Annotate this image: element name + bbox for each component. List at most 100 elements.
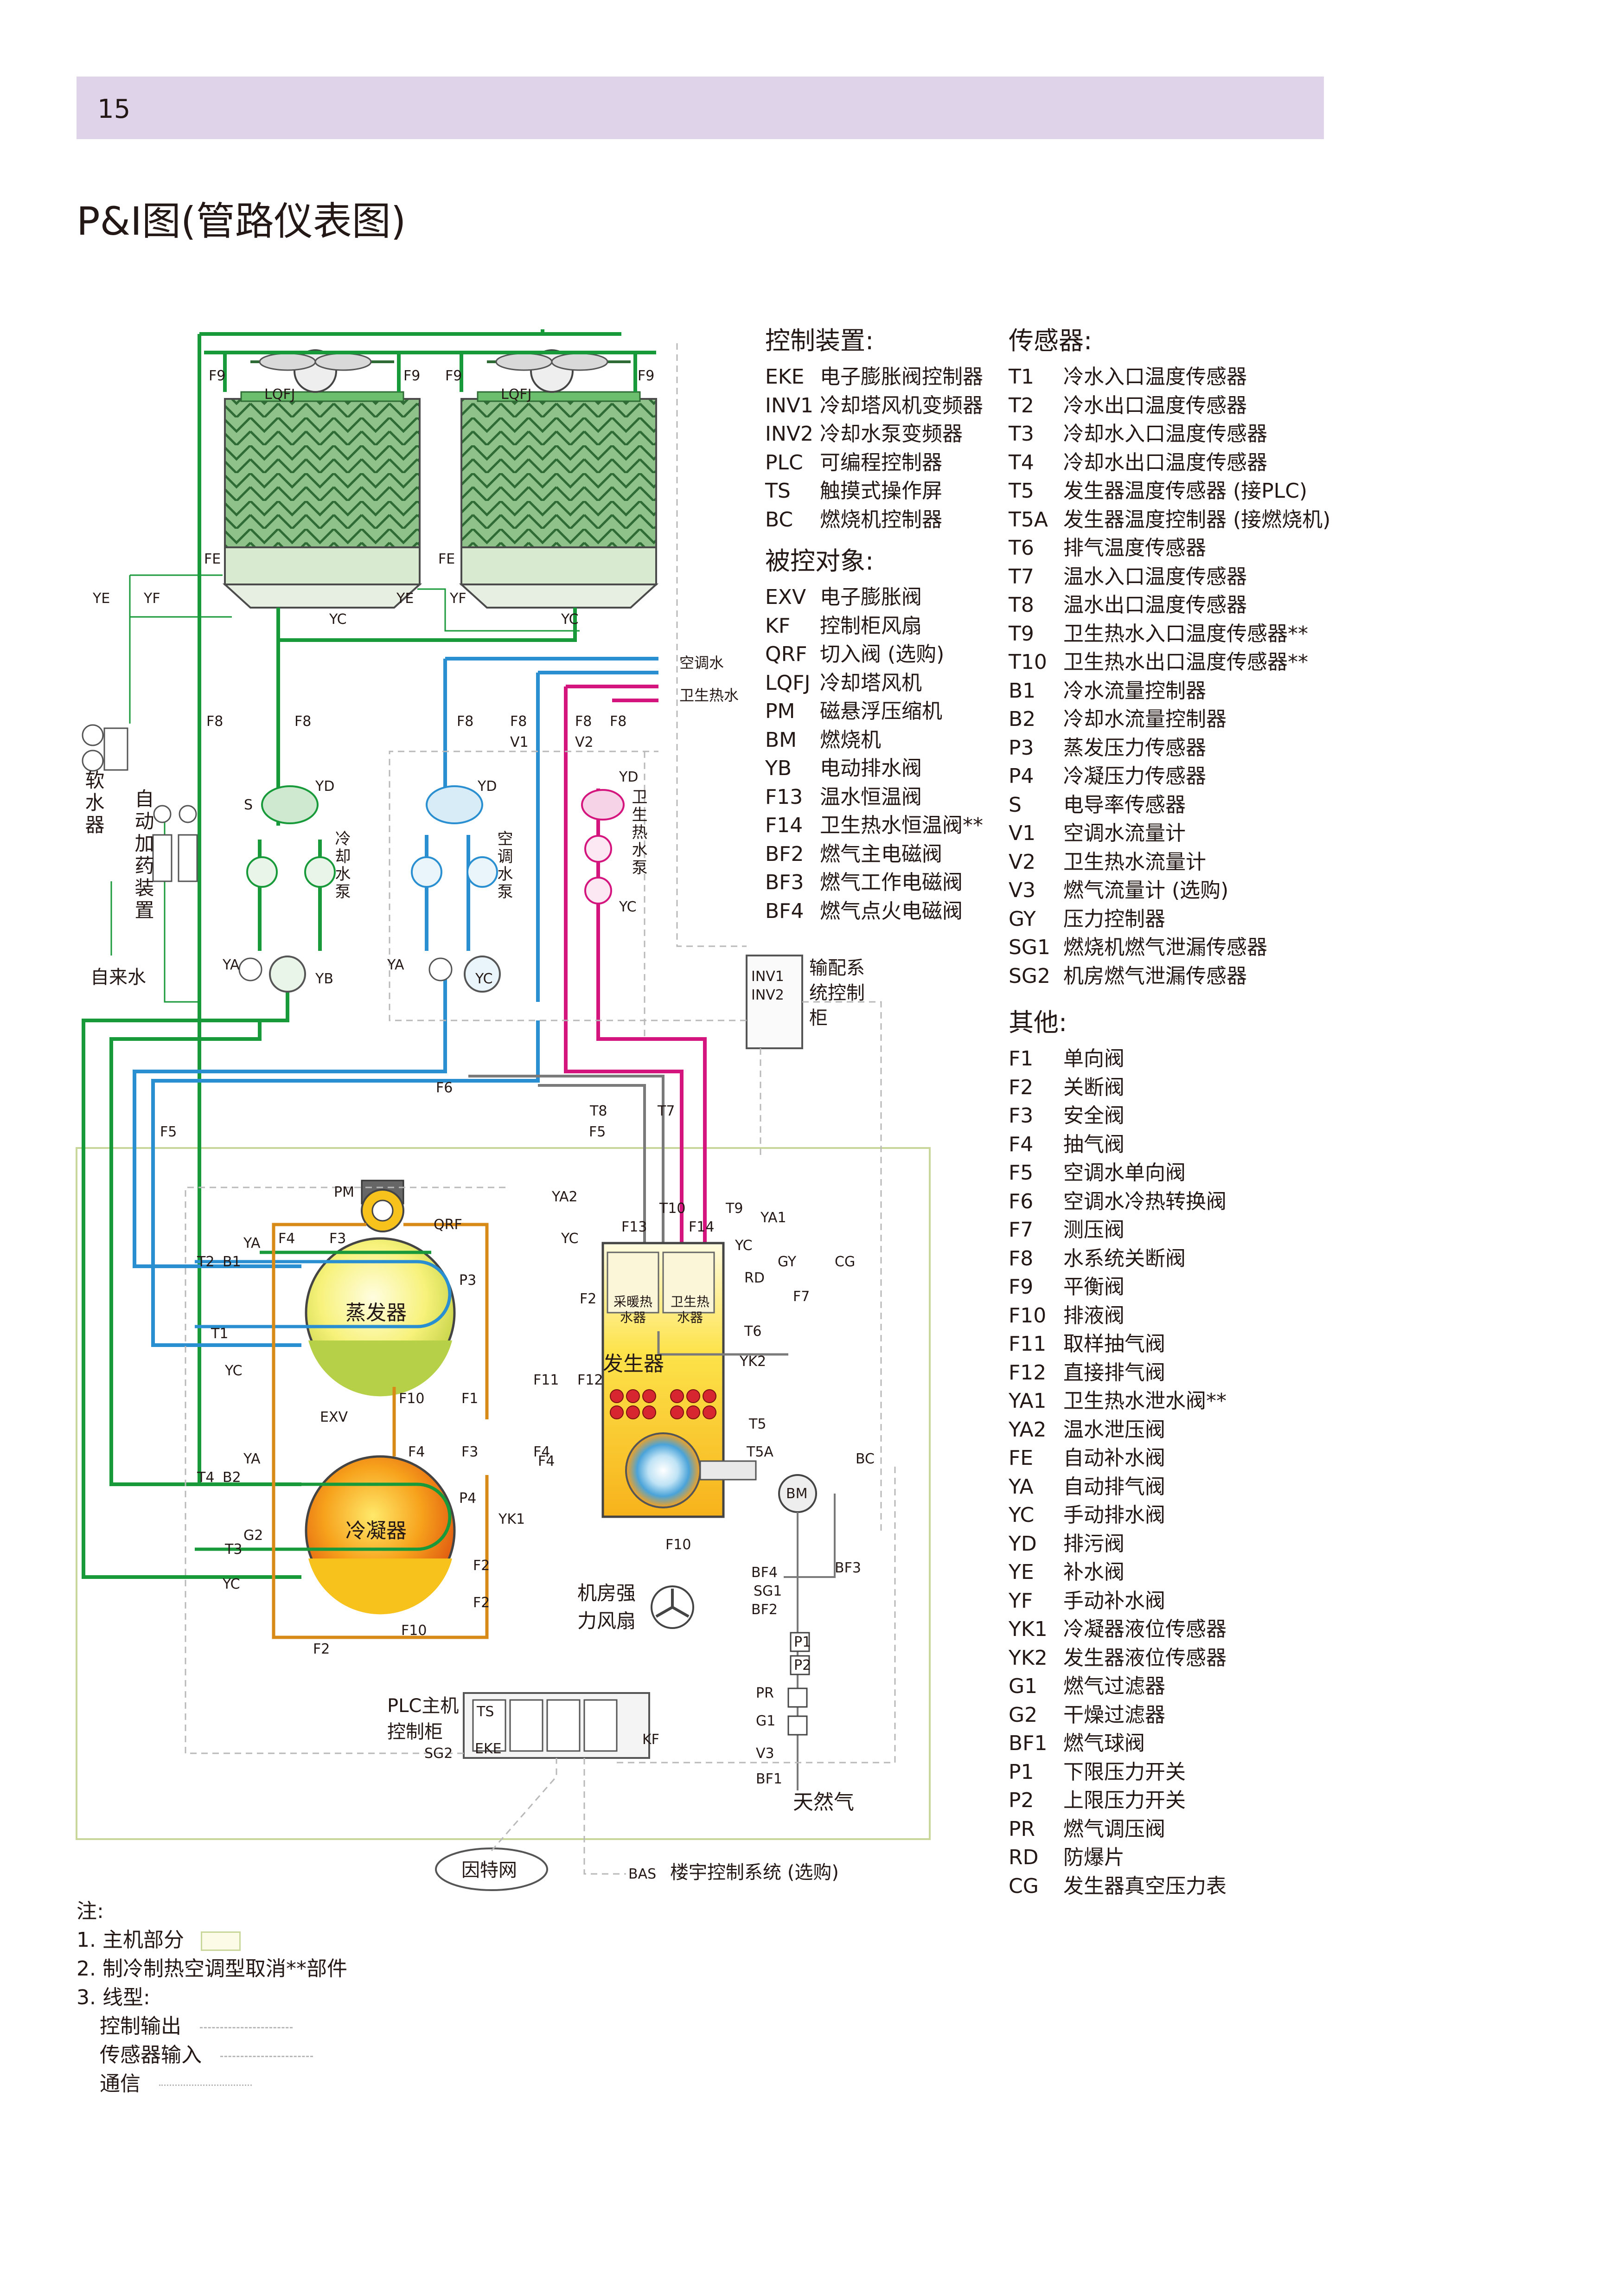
legend-code: PR — [1009, 1817, 1035, 1841]
legend-desc: 电子膨胀阀控制器 — [820, 365, 983, 389]
tag-f8-d: F8 — [510, 713, 527, 730]
legend-code: BF3 — [765, 871, 804, 894]
legend-code: T10 — [1009, 650, 1047, 674]
legend-desc: 发生器温度传感器 (接PLC) — [1063, 479, 1308, 503]
legend-code: F3 — [1009, 1104, 1034, 1128]
tag-f4-b: F4 — [533, 1444, 550, 1460]
label-generator: 发生器 — [603, 1352, 664, 1376]
legend-desc: 卫生热水泄水阀** — [1063, 1389, 1227, 1413]
cooling-tower-2 — [459, 349, 659, 609]
legend-code: T7 — [1009, 564, 1034, 589]
tag-p1: P1 — [794, 1634, 811, 1650]
tag-t6: T6 — [744, 1323, 761, 1340]
tag-yc-g: YC — [224, 1363, 243, 1379]
tag-sg1: SG1 — [754, 1583, 782, 1599]
tag-f7: F7 — [793, 1289, 810, 1305]
legend-code: T9 — [1009, 622, 1034, 646]
legend-code: EKE — [765, 365, 805, 389]
legend-desc: 电子膨胀阀 — [820, 585, 922, 609]
legend-code: T5 — [1009, 479, 1034, 503]
legend-desc: 直接排气阀 — [1063, 1360, 1165, 1385]
legend-desc: 空调水单向阀 — [1063, 1161, 1186, 1185]
legend-code: EXV — [765, 585, 806, 609]
label-cooling-pump: 冷却水泵 — [332, 830, 351, 901]
legend-desc: 卫生热水恒温阀** — [820, 814, 983, 837]
legend-code: PLC — [765, 450, 803, 475]
legend-code: F1 — [1009, 1047, 1034, 1071]
legend-desc: 冷却水流量控制器 — [1063, 707, 1227, 731]
tag-bf3: BF3 — [835, 1560, 861, 1576]
compressor-pm — [361, 1180, 404, 1232]
tag-kf: KF — [642, 1732, 659, 1748]
legend-desc: 燃气球阀 — [1063, 1732, 1145, 1755]
label-internet: 因特网 — [461, 1860, 517, 1881]
label-tap-water: 自来水 — [90, 967, 146, 988]
legend-code: F14 — [765, 814, 803, 837]
legend-control-devices-title: 控制装置: — [765, 326, 874, 355]
tag-bf4: BF4 — [751, 1565, 778, 1581]
legend-code: S — [1009, 793, 1022, 817]
cooling-water-pumps — [238, 785, 336, 993]
tag-f8-b: F8 — [294, 713, 311, 730]
legend-code: BF2 — [765, 842, 804, 866]
label-evaporator: 蒸发器 — [345, 1301, 407, 1325]
label-fan-room: 机房强力风扇 — [577, 1582, 636, 1632]
tag-ts: TS — [476, 1704, 494, 1720]
legend-desc: 发生器液位传感器 — [1063, 1646, 1227, 1670]
notes-block: 注: 1. 主机部分 2. 制冷制热空调型取消**部件 3. 线型: 控制输出 … — [77, 1897, 347, 2098]
tag-f9-d: F9 — [638, 368, 654, 384]
legend-desc: 自动排气阀 — [1063, 1475, 1165, 1499]
legend-desc: 冷却塔风机 — [820, 671, 922, 695]
tag-ye-b: YE — [396, 590, 414, 607]
legend-code: G2 — [1009, 1703, 1038, 1727]
tag-f9-b: F9 — [403, 368, 420, 384]
tag-yd-c: YD — [619, 769, 638, 785]
legend-controlled-objects-title: 被控对象: — [765, 546, 874, 576]
legend-code: V1 — [1009, 821, 1036, 845]
legend-desc: 手动补水阀 — [1063, 1589, 1165, 1613]
tag-fe-a: FE — [204, 551, 221, 567]
legend-code: QRF — [765, 642, 807, 666]
legend-code: B2 — [1009, 707, 1036, 731]
internet-cloud — [435, 1847, 548, 1891]
tag-f4-d: F4 — [538, 1453, 555, 1469]
tag-ya1: YA1 — [760, 1210, 786, 1226]
tag-p2: P2 — [794, 1657, 811, 1674]
tag-f3-b: F3 — [461, 1444, 478, 1460]
tag-g2: G2 — [243, 1527, 263, 1544]
legend-code: F4 — [1009, 1132, 1034, 1156]
main-unit-boundary — [76, 1147, 931, 1840]
generator-vessel — [601, 1242, 817, 1518]
page-header-band: 15 — [77, 77, 1324, 139]
tag-yc-d: YC — [619, 899, 637, 915]
legend-code: F13 — [765, 785, 803, 809]
legend-code: YB — [765, 757, 792, 780]
legend-desc: 燃烧机 — [820, 728, 881, 752]
legend-desc: 冷却水入口温度传感器 — [1063, 422, 1267, 446]
tag-eke: EKE — [475, 1741, 502, 1757]
label-dhw-pump: 卫生热水泵 — [629, 789, 647, 877]
legend-code: YK2 — [1009, 1646, 1048, 1670]
tag-exv: EXV — [320, 1409, 348, 1425]
tag-yf-a: YF — [143, 590, 160, 607]
legend-desc: 燃气过滤器 — [1063, 1674, 1165, 1698]
legend-code: INV1 — [765, 393, 813, 417]
legend-desc: 排液阀 — [1063, 1303, 1125, 1328]
legend-desc: 冷却水出口温度传感器 — [1063, 450, 1267, 475]
legend-code: T1 — [1009, 365, 1034, 389]
legend-desc: 卫生热水流量计 — [1063, 850, 1206, 874]
